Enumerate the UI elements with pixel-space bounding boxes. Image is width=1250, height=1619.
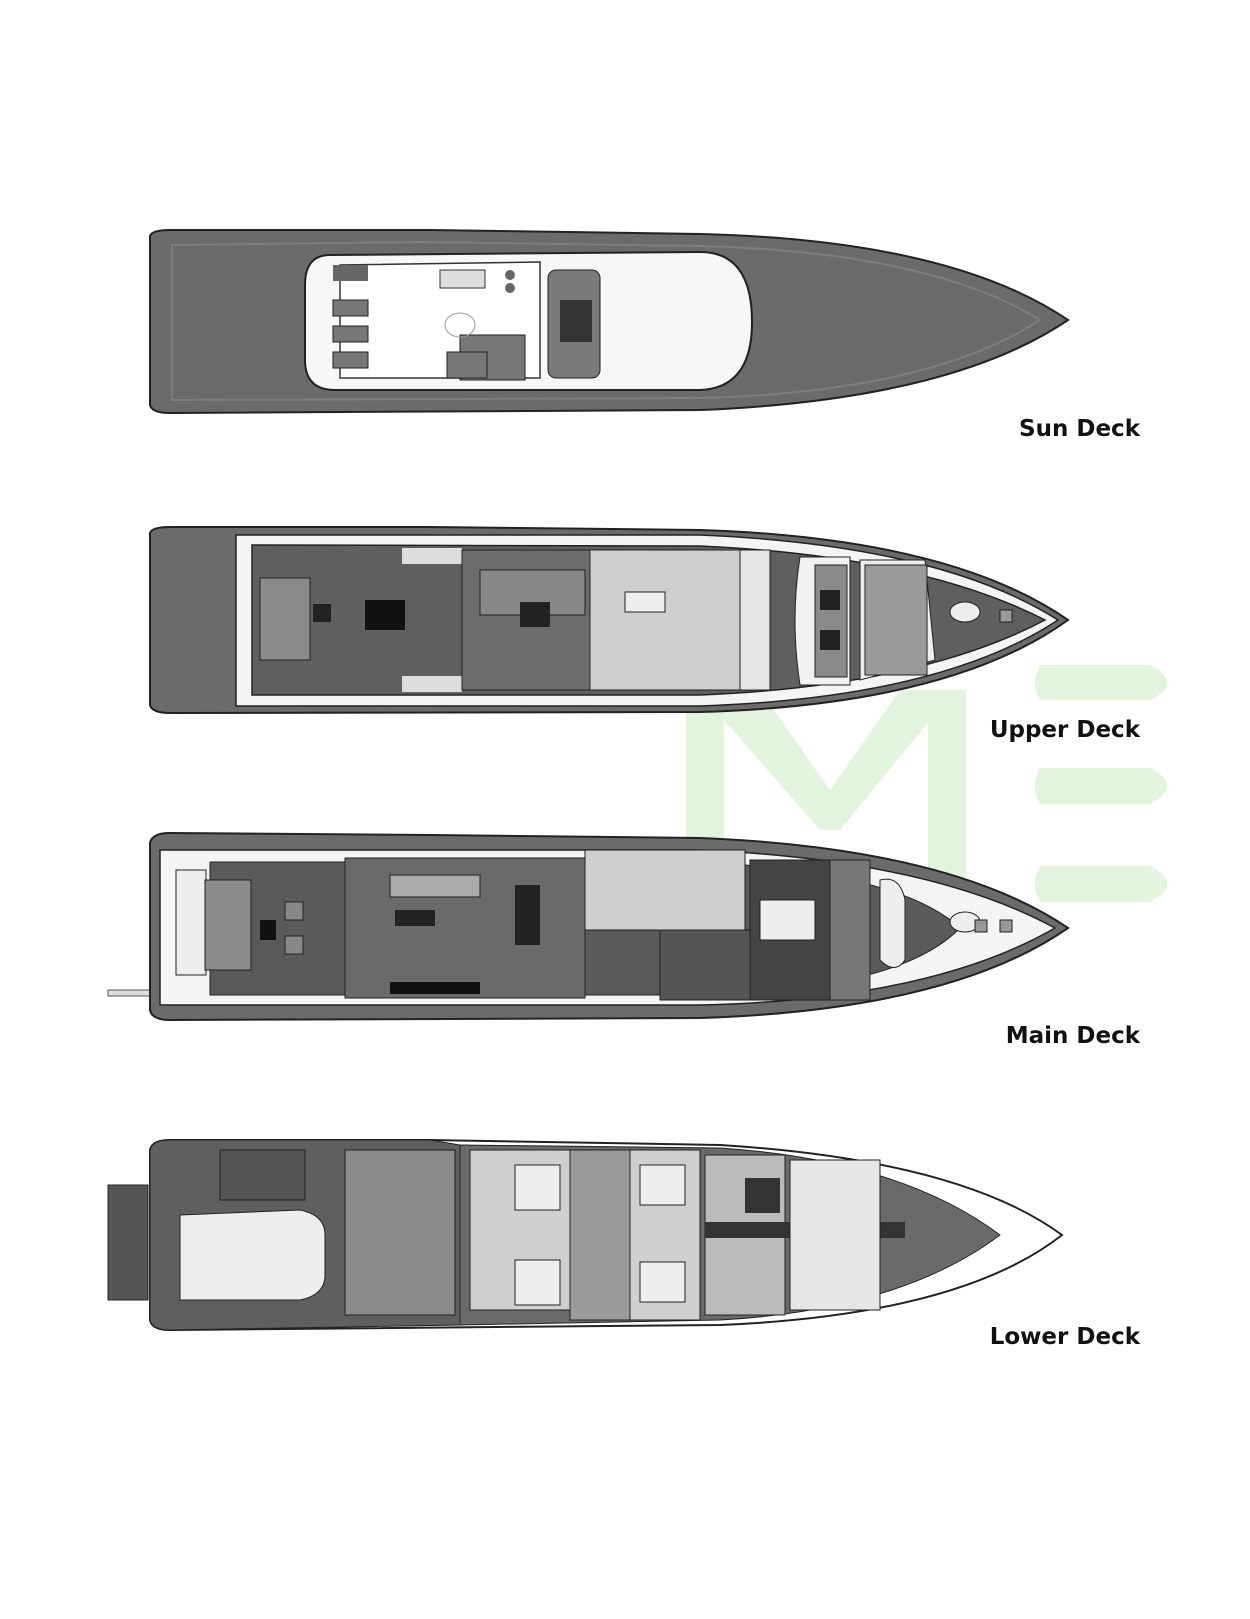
watermark-logo <box>686 665 1168 902</box>
upper-deck-label: Upper Deck <box>989 717 1140 743</box>
lower-deck-label: Lower Deck <box>989 1324 1140 1350</box>
passerelle <box>107 989 153 997</box>
sun-deck-label: Sun Deck <box>1019 416 1140 442</box>
sun-deck-plan <box>149 229 1070 415</box>
lower-deck-plan <box>107 1139 1064 1332</box>
main-deck-label: Main Deck <box>1005 1023 1140 1049</box>
main-deck-plan <box>107 831 1070 1022</box>
upper-deck-plan <box>149 526 1070 715</box>
